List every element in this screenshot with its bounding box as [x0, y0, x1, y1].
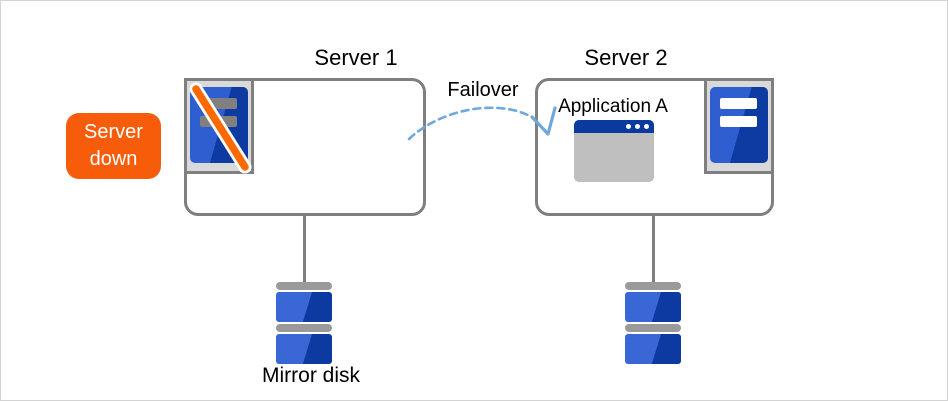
disk-platter	[276, 334, 332, 364]
server1-down-icon	[184, 78, 254, 174]
window-buttons-icon	[626, 124, 649, 129]
disk-cap	[276, 324, 332, 332]
server-down-badge-line2: down	[89, 148, 138, 170]
window-dot-icon	[626, 124, 631, 129]
window-dot-icon	[635, 124, 640, 129]
application-titlebar	[574, 120, 654, 133]
application-label: Application A	[558, 96, 668, 117]
server-slot-bar	[200, 98, 237, 109]
server1-title: Server 1	[314, 45, 398, 70]
failover-label: Failover	[447, 79, 519, 101]
mirror-disk-icon-server1	[276, 282, 332, 364]
application-window-icon	[574, 120, 654, 182]
server1-disk-connector-line	[303, 214, 306, 282]
disk-cap	[276, 282, 332, 290]
server-slot-bar	[720, 98, 757, 109]
server2-icon	[704, 78, 774, 174]
window-dot-icon	[644, 124, 649, 129]
mirror-disk-label: Mirror disk	[262, 364, 360, 387]
disk-platter	[276, 292, 332, 322]
server2-title: Server 2	[584, 45, 668, 70]
server-down-badge-line1: Server	[84, 121, 143, 143]
server-down-badge: Server down	[66, 113, 161, 179]
mirror-disk-icon-server2	[625, 282, 681, 364]
disk-cap	[625, 282, 681, 290]
server-chassis-icon	[710, 87, 768, 163]
disk-platter	[625, 334, 681, 364]
server-slot-bar	[720, 116, 757, 127]
server2-disk-connector-line	[652, 214, 655, 282]
down-slash-icon	[189, 82, 252, 174]
disk-cap	[625, 324, 681, 332]
disk-platter	[625, 292, 681, 322]
